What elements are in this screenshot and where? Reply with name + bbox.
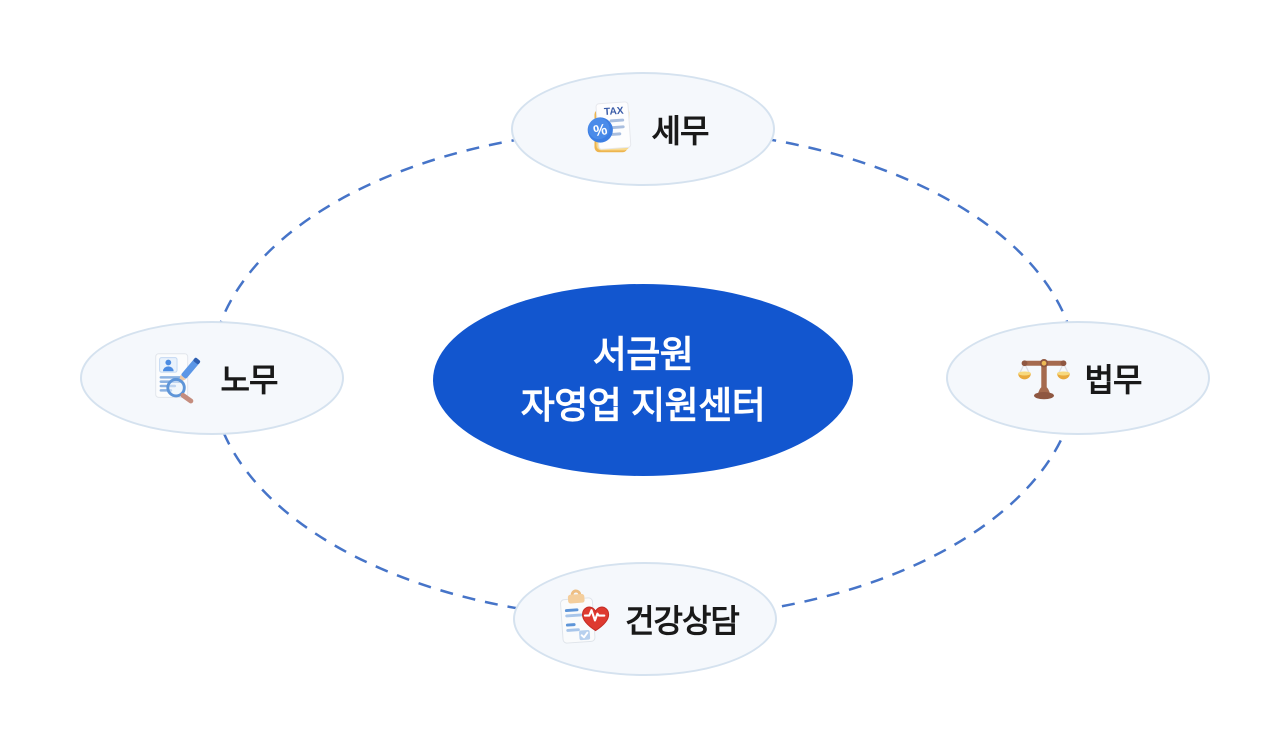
node-legal-label: 법무	[1084, 362, 1143, 398]
balance-scale-icon	[1015, 349, 1073, 407]
center-title-line1: 서금원	[592, 333, 694, 375]
labor-inspection-icon	[147, 347, 209, 409]
center-node: 서금원 자영업 지원센터	[433, 284, 853, 476]
center-title-line2: 자영업 지원센터	[520, 385, 766, 426]
node-legal: 법무	[946, 321, 1210, 435]
health-clipboard-icon	[551, 588, 613, 650]
node-labor-label: 노무	[220, 362, 279, 398]
node-tax: TAX % 세무	[511, 72, 775, 186]
node-tax-label: 세무	[651, 113, 710, 149]
svg-text:TAX: TAX	[603, 106, 624, 118]
svg-text:%: %	[592, 121, 609, 140]
node-health: 건강상담	[513, 562, 777, 676]
node-labor: 노무	[80, 321, 344, 435]
tax-document-icon: TAX %	[578, 98, 640, 160]
node-health-label: 건강상담	[625, 603, 740, 639]
